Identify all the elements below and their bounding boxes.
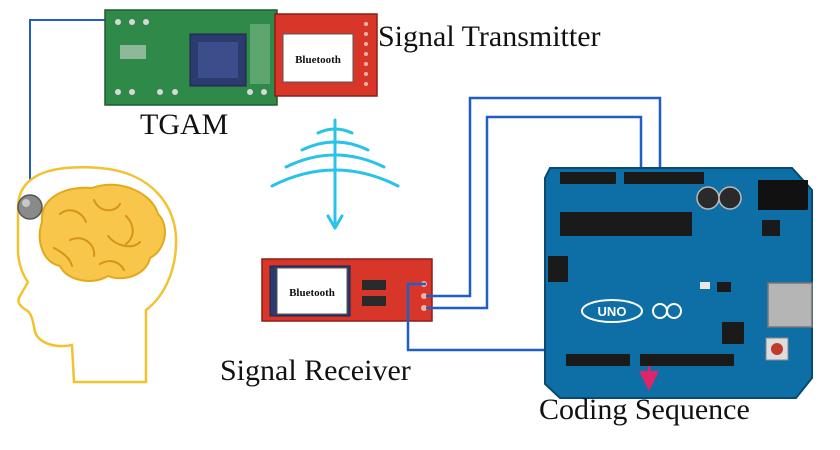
brain xyxy=(38,183,166,282)
arduino-uno-logo: UNO xyxy=(598,304,627,319)
electrode-wire xyxy=(29,19,118,195)
arduino-uno-board: UNO xyxy=(544,167,813,399)
coding-sequence-label: Coding Sequence xyxy=(539,393,750,426)
electrode-sensor xyxy=(17,194,43,220)
signal-transmitter-label: Signal Transmitter xyxy=(378,20,601,53)
connection-wires xyxy=(406,96,662,352)
tgam-board xyxy=(104,9,278,106)
transmitter-bluetooth-label: Bluetooth xyxy=(295,54,341,66)
tgam-label: TGAM xyxy=(140,108,229,141)
receiver-bluetooth-module: Bluetooth xyxy=(261,258,433,322)
transmitter-bluetooth-module: Bluetooth xyxy=(274,13,378,97)
wireless-signal-icon xyxy=(270,118,400,230)
receiver-bluetooth-label: Bluetooth xyxy=(289,287,335,299)
signal-receiver-label: Signal Receiver xyxy=(220,354,411,387)
